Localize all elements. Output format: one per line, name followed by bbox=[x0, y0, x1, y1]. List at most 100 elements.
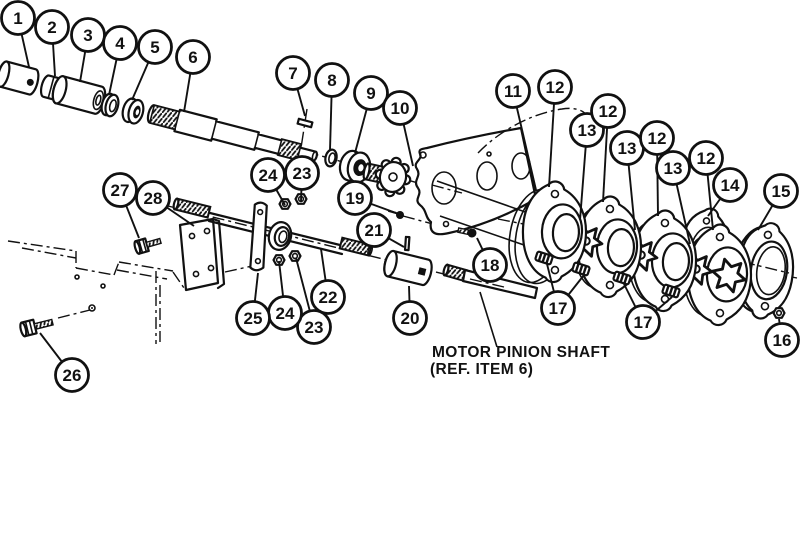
svg-text:3: 3 bbox=[83, 26, 92, 45]
callout-balloon-2: 2 bbox=[34, 9, 70, 45]
svg-text:23: 23 bbox=[293, 164, 312, 183]
callout-balloon-13: 13 bbox=[609, 130, 645, 166]
svg-text:13: 13 bbox=[618, 139, 637, 158]
lower-left-assembly bbox=[19, 193, 433, 338]
callout-balloon-4: 4 bbox=[102, 25, 138, 61]
svg-text:13: 13 bbox=[578, 121, 597, 140]
part-8-ring bbox=[324, 148, 338, 168]
callout-balloon-1: 1 bbox=[0, 0, 36, 36]
callout-balloon-26: 26 bbox=[54, 357, 90, 393]
svg-text:6: 6 bbox=[188, 48, 197, 67]
callout-balloon-16: 16 bbox=[764, 322, 800, 358]
part-1-coupling bbox=[0, 60, 40, 96]
callout-balloon-17: 17 bbox=[540, 290, 576, 326]
callout-balloon-12: 12 bbox=[688, 140, 724, 176]
svg-text:24: 24 bbox=[259, 166, 278, 185]
part-24-nut bbox=[272, 254, 286, 266]
svg-text:15: 15 bbox=[772, 182, 791, 201]
callout-balloon-7: 7 bbox=[275, 55, 311, 91]
callout-balloon-3: 3 bbox=[70, 17, 106, 53]
svg-text:10: 10 bbox=[391, 99, 410, 118]
callout-balloon-23: 23 bbox=[296, 309, 332, 345]
callout-balloon-18: 18 bbox=[472, 247, 508, 283]
callout-balloon-24: 24 bbox=[250, 157, 286, 193]
callout-balloon-14: 14 bbox=[712, 167, 748, 203]
part-20-coupling bbox=[383, 249, 433, 287]
svg-text:12: 12 bbox=[546, 78, 565, 97]
svg-text:4: 4 bbox=[115, 34, 125, 53]
svg-text:23: 23 bbox=[305, 318, 324, 337]
part-12-clutch-housing bbox=[576, 195, 643, 299]
clutch-stack bbox=[508, 180, 795, 327]
figure-label-line1: MOTOR PINION SHAFT bbox=[432, 344, 610, 361]
callout-balloon-13: 13 bbox=[655, 150, 691, 186]
callout-balloon-17: 17 bbox=[625, 304, 661, 340]
bushing-boss bbox=[267, 221, 293, 251]
svg-text:26: 26 bbox=[63, 366, 82, 385]
part-16-nut bbox=[772, 307, 786, 319]
svg-text:19: 19 bbox=[346, 189, 365, 208]
svg-text:9: 9 bbox=[366, 84, 375, 103]
phantom-bracket bbox=[7, 240, 185, 344]
callout-balloon-24: 24 bbox=[267, 295, 303, 331]
svg-text:16: 16 bbox=[773, 331, 792, 350]
callout-balloon-11: 11 bbox=[495, 73, 531, 109]
svg-text:17: 17 bbox=[549, 299, 568, 318]
svg-text:11: 11 bbox=[504, 82, 522, 101]
callout-balloon-22: 22 bbox=[310, 279, 346, 315]
svg-text:2: 2 bbox=[47, 18, 56, 37]
svg-text:1: 1 bbox=[13, 9, 22, 28]
svg-text:7: 7 bbox=[288, 64, 297, 83]
callout-balloon-25: 25 bbox=[235, 300, 271, 336]
top-shaft-assembly bbox=[0, 60, 412, 198]
svg-text:8: 8 bbox=[327, 71, 336, 90]
part-26-bolt bbox=[19, 318, 54, 338]
callout-balloon-28: 28 bbox=[135, 180, 171, 216]
callout-balloon-6: 6 bbox=[175, 39, 211, 75]
motor-mounting-gasket bbox=[414, 126, 538, 236]
part-12-clutch-housing bbox=[631, 209, 698, 313]
callout-balloon-12: 12 bbox=[537, 69, 573, 105]
svg-text:21: 21 bbox=[365, 221, 384, 240]
part-25-support-bracket bbox=[249, 201, 268, 272]
part-17-pin bbox=[571, 261, 591, 277]
callout-balloon-5: 5 bbox=[137, 29, 173, 65]
part-3-sleeve bbox=[51, 75, 107, 115]
part-22-spline-end bbox=[172, 197, 212, 219]
svg-text:24: 24 bbox=[276, 304, 295, 323]
callout-balloon-20: 20 bbox=[392, 300, 428, 336]
callout-balloon-23: 23 bbox=[284, 155, 320, 191]
part-4-washer bbox=[100, 92, 120, 118]
part-17-pin bbox=[534, 250, 554, 266]
svg-text:22: 22 bbox=[319, 288, 338, 307]
part-23-nut bbox=[288, 250, 302, 262]
svg-text:27: 27 bbox=[111, 181, 130, 200]
callout-balloon-8: 8 bbox=[314, 62, 350, 98]
callout-balloon-27: 27 bbox=[102, 172, 138, 208]
svg-text:25: 25 bbox=[244, 309, 263, 328]
callout-balloon-12: 12 bbox=[590, 93, 626, 129]
callout-balloon-21: 21 bbox=[356, 212, 392, 248]
part-17-pin bbox=[661, 283, 681, 299]
svg-text:12: 12 bbox=[697, 149, 716, 168]
svg-text:18: 18 bbox=[481, 256, 500, 275]
part-18-screw bbox=[457, 227, 477, 238]
callout-balloon-15: 15 bbox=[763, 173, 799, 209]
svg-text:12: 12 bbox=[648, 129, 667, 148]
part-28-plate bbox=[178, 217, 226, 292]
callout-balloon-19: 19 bbox=[337, 180, 373, 216]
part-5-washer bbox=[121, 97, 145, 125]
part-15-end-cover bbox=[732, 222, 795, 320]
part-6-motor-pinion-shaft bbox=[146, 104, 318, 162]
svg-text:20: 20 bbox=[401, 309, 420, 328]
callout-balloon-9: 9 bbox=[353, 75, 389, 111]
part-10-gear bbox=[362, 156, 412, 198]
part-17-pin bbox=[612, 270, 632, 286]
svg-text:13: 13 bbox=[664, 159, 683, 178]
spring-pins bbox=[534, 250, 681, 299]
callout-balloon-10: 10 bbox=[382, 90, 418, 126]
part-21-pin bbox=[403, 235, 411, 252]
svg-text:5: 5 bbox=[150, 38, 159, 57]
